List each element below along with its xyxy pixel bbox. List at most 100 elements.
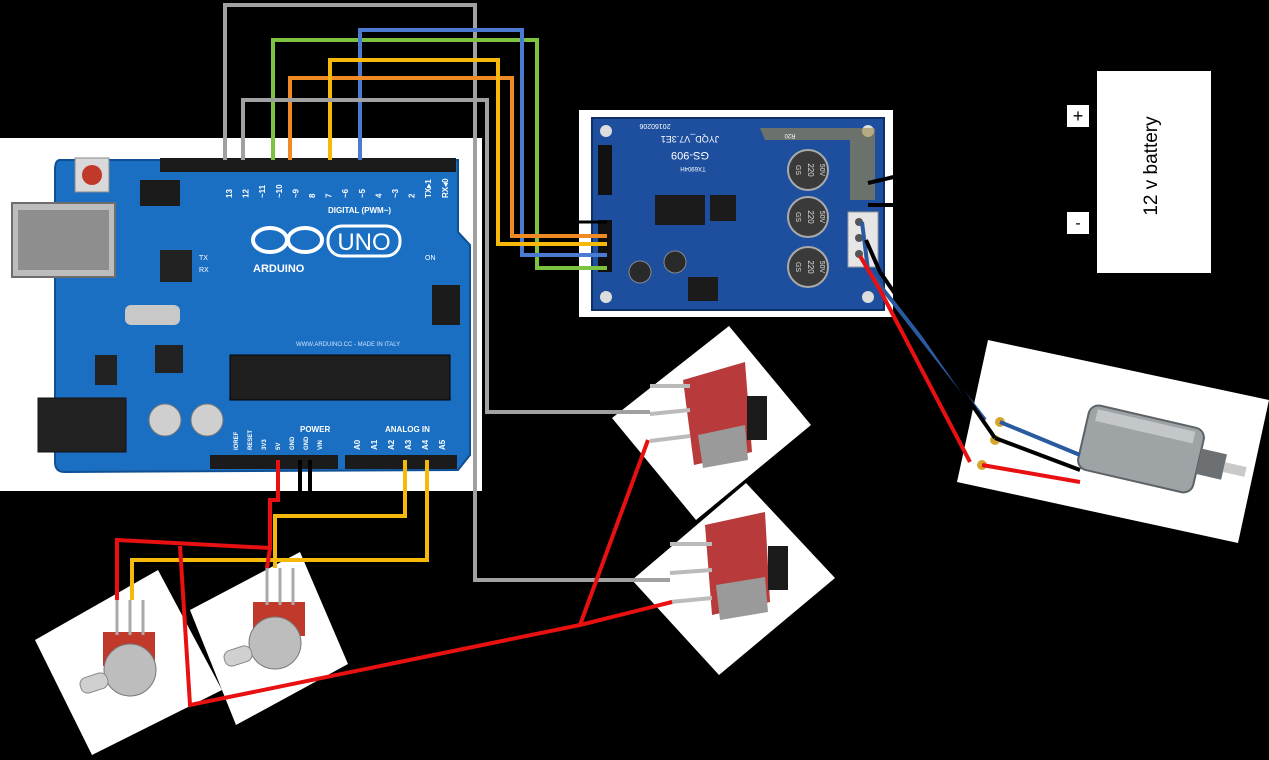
battery-plus-box xyxy=(1067,105,1089,127)
cap-3-value: 220 xyxy=(806,260,815,274)
digital-pin-label: 7 xyxy=(325,193,334,198)
on-label: ON xyxy=(425,255,436,262)
cap-1-voltage: 50V xyxy=(818,164,825,177)
analog-label: ANALOG IN xyxy=(385,425,430,434)
usb-chip xyxy=(160,250,192,282)
power-pin-label: GND xyxy=(290,436,296,450)
battery-minus-box xyxy=(1067,212,1089,234)
digital-header xyxy=(160,158,456,172)
wire-yellow-a3 xyxy=(273,460,407,568)
wire-green xyxy=(271,38,607,270)
digital-pin-label: RX◂0 xyxy=(441,178,450,198)
analog-pin-label: A3 xyxy=(404,439,413,450)
arduino-model-text: UNO xyxy=(337,229,390,256)
small-chip xyxy=(155,345,183,373)
usb-connector-inner xyxy=(18,210,109,270)
power-header xyxy=(210,455,338,469)
resistor-label: R20 xyxy=(784,132,796,138)
driver-cap-small-2 xyxy=(663,250,687,274)
analog-pin-label: A2 xyxy=(387,439,396,450)
digital-pin-label: ~6 xyxy=(341,188,350,198)
power-label: POWER xyxy=(300,425,330,434)
driver-date-label: 20160206 xyxy=(639,122,670,129)
motor-driver-board: 220 220 220 50V 50V 50V GS GS GS GS-909 … xyxy=(591,117,885,311)
driver-chip-main xyxy=(655,195,705,225)
arduino-logo-icon xyxy=(251,226,324,254)
mount-hole-4 xyxy=(862,291,874,303)
dc-power-jack xyxy=(37,397,127,453)
driver-header-top xyxy=(598,145,612,195)
digital-label: DIGITAL (PWM~) xyxy=(328,206,391,215)
driver-chip-2 xyxy=(710,195,736,221)
wire-motor-red-2 xyxy=(981,463,1081,484)
analog-header xyxy=(345,455,457,469)
wire-motor-blue-2 xyxy=(999,420,1081,457)
digital-pin-label: TX▸1 xyxy=(424,179,433,198)
power-pin-label: RESET xyxy=(248,430,254,450)
wire-orange xyxy=(288,76,607,238)
analog-pin-label: A1 xyxy=(370,439,379,450)
slide-switch-1 xyxy=(649,362,767,468)
wire-red-pot2 xyxy=(265,547,272,569)
potentiometer-1 xyxy=(79,600,157,697)
arduino-uno-board: UNO ARDUINO DIGITAL (PWM~) POWER ANALOG … xyxy=(11,157,471,474)
rx-label: RX xyxy=(199,267,209,274)
uno-badge xyxy=(326,224,402,258)
tx-label: TX xyxy=(199,255,208,262)
potentiometer-2 xyxy=(223,568,305,670)
icsp-header xyxy=(432,285,460,325)
power-pin-label: IOREF xyxy=(234,431,240,450)
driver-cap-small-1 xyxy=(628,260,652,284)
slide-switch-2 xyxy=(669,512,788,620)
digital-pin-label: 12 xyxy=(242,189,251,198)
digital-pin-label: 4 xyxy=(374,193,383,198)
analog-pin-label: A0 xyxy=(353,439,362,450)
wire-red-switch2 xyxy=(579,600,673,627)
cap-2-brand: GS xyxy=(794,212,801,222)
power-pin-label: VIN xyxy=(318,440,324,450)
digital-pin-label: ~11 xyxy=(258,184,267,198)
website-label: WWW.ARDUINO.CC - MADE IN ITALY xyxy=(296,342,400,348)
digital-pin-label: 8 xyxy=(308,193,317,198)
wire-motor-red xyxy=(858,254,972,463)
digital-pin-label: 2 xyxy=(408,193,417,198)
driver-version-label: JYQD_V7.3E1 xyxy=(661,134,720,144)
wire-blue xyxy=(358,28,607,257)
digital-pin-label: ~5 xyxy=(358,188,367,198)
reset-button-cap xyxy=(82,165,102,185)
battery-box xyxy=(1097,71,1211,273)
battery-plus-label: + xyxy=(1073,106,1084,126)
digital-pin-label: ~3 xyxy=(391,188,400,198)
wire-battery-plus xyxy=(867,174,899,185)
cap-1-brand: GS xyxy=(794,165,801,175)
atmega-chip xyxy=(229,354,451,401)
digital-pin-label: 13 xyxy=(225,189,234,198)
power-pin-label: 5V xyxy=(276,443,282,450)
analog-pin-label: A4 xyxy=(421,439,430,450)
capacitor-bank xyxy=(787,149,829,288)
driver-chip-label: TX6904H xyxy=(680,165,705,171)
mount-hole-1 xyxy=(600,125,612,137)
driver-model-label: GS-909 xyxy=(671,149,709,161)
wire-gray-pin13 xyxy=(223,3,477,160)
driver-regulator xyxy=(688,277,718,301)
mount-hole-3 xyxy=(600,291,612,303)
bldc-motor xyxy=(977,404,1247,494)
power-pin-label: GND xyxy=(304,436,310,450)
wire-gray-switch2 xyxy=(473,158,670,582)
cap-2-value: 220 xyxy=(806,210,815,224)
digital-pin-label: ~9 xyxy=(291,188,300,198)
cap-1-value: 220 xyxy=(806,163,815,177)
wire-motor-black-2 xyxy=(994,436,1081,472)
terminal-pin-2 xyxy=(855,234,863,242)
icsp-header-usb xyxy=(140,180,180,206)
regulator xyxy=(95,355,117,385)
crystal xyxy=(125,305,180,325)
arduino-brand-text: ARDUINO xyxy=(253,263,305,275)
cap-2-voltage: 50V xyxy=(818,211,825,224)
